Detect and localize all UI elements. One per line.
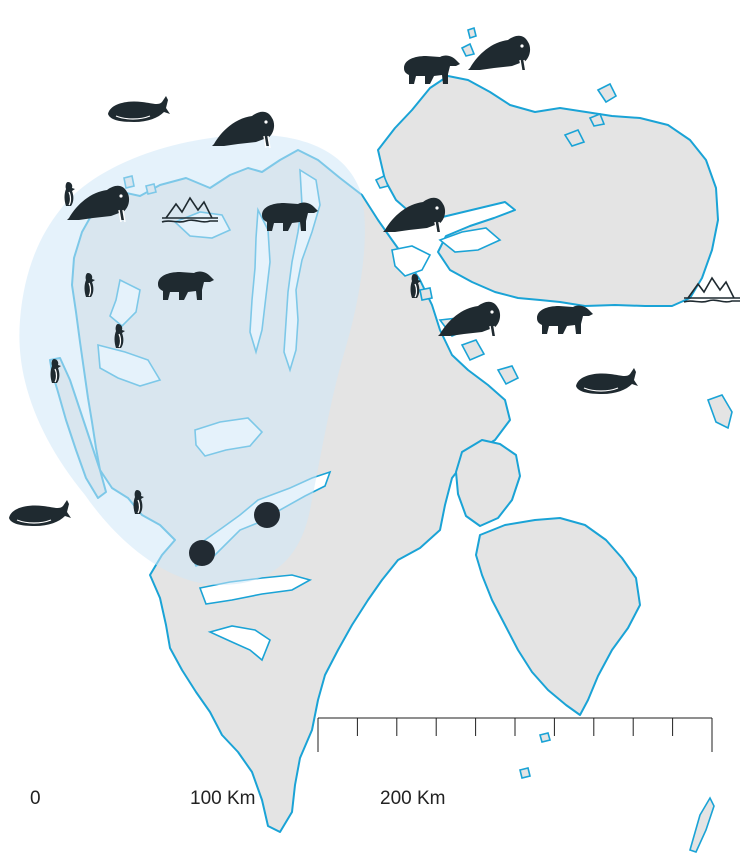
site-marker: [254, 502, 280, 528]
islet-14: [689, 796, 715, 853]
islet-15: [539, 732, 551, 743]
walrus-icon: [211, 111, 275, 149]
symbol-layer: [8, 35, 741, 566]
scale-label-100: 100 Km: [190, 788, 256, 809]
fjord-south-2: [207, 625, 271, 662]
fjord-hinlopen: [391, 245, 432, 277]
islet-13: [496, 365, 520, 386]
walrus-icon: [467, 35, 531, 73]
edgeoya: [475, 517, 641, 716]
scale-label-200: 200 Km: [380, 788, 446, 809]
islet-5: [563, 128, 586, 147]
whale-icon: [575, 367, 639, 395]
fjord-nordaustlandet: [438, 227, 502, 253]
whale-icon: [8, 499, 72, 527]
islet-8: [460, 339, 486, 362]
islet-3: [467, 26, 477, 40]
nordaustlandet: [377, 75, 719, 307]
islet-16: [519, 767, 531, 779]
protected-zone: [19, 134, 365, 585]
islet-1: [596, 82, 618, 104]
islet-6: [706, 394, 733, 430]
islet-9: [419, 287, 433, 301]
barentsoya: [455, 439, 521, 527]
polar-bear-icon: [537, 305, 593, 334]
whale-icon: [107, 95, 171, 123]
scale-bar: [317, 717, 713, 752]
scale-label-0: 0: [30, 788, 41, 809]
islet-2: [588, 112, 606, 127]
islet-10: [374, 174, 390, 189]
islet-4: [460, 42, 476, 57]
site-marker: [189, 540, 215, 566]
